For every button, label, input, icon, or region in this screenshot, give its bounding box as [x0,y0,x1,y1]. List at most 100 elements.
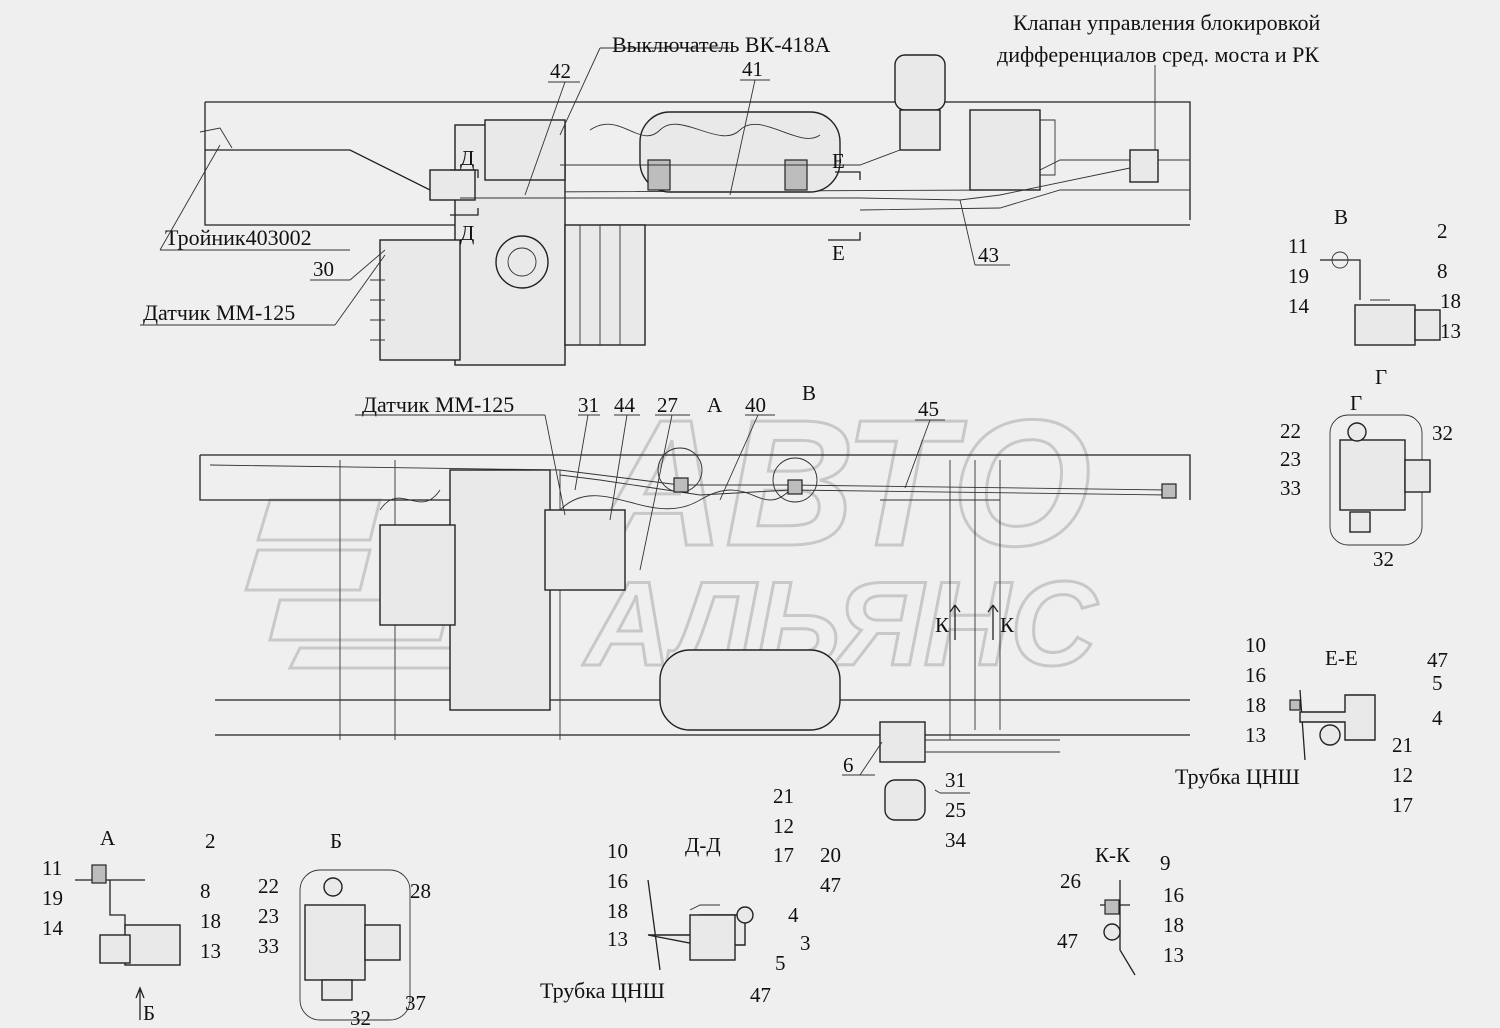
callout-v-8: 8 [1437,259,1448,283]
top-assembly [140,47,1191,366]
callout-mid-44: 44 [614,393,636,417]
view-a [75,864,181,1020]
callout-a-11: 11 [42,856,62,880]
callout-v-14: 14 [1288,294,1310,318]
callout-dd-21: 21 [773,784,794,808]
watermark-line-2: АЛЬЯНС [582,557,1099,691]
section-d-upper: Д [460,146,474,170]
transfer-case [370,119,646,366]
callout-dd-47b: 47 [820,873,841,897]
callout-ee-21: 21 [1392,733,1413,757]
label-tee: Тройник403002 [165,225,312,250]
callout-dd-47: 47 [750,983,771,1007]
callout-g-22: 22 [1280,419,1301,443]
view-v [1320,251,1441,346]
callout-top-42: 42 [550,59,571,83]
callout-dd-13: 13 [607,927,628,951]
top-pipes [460,123,1131,201]
callout-kk-18: 18 [1163,913,1184,937]
label-switch-vk418a: Выключатель ВК-418А [612,32,831,57]
view-title-dd: Д-Д [685,833,721,857]
callout-ee-13: 13 [1245,723,1266,747]
callout-g-32b: 32 [1373,547,1394,571]
watermark: АВТО АЛЬЯНС [243,382,1101,693]
view-title-b: Б [330,829,342,853]
label-valve-line-2: дифференциалов сред. моста и РК [997,42,1319,67]
callout-ee-12: 12 [1392,763,1413,787]
callout-mid-45: 45 [918,397,939,421]
label-tube-dd: Трубка ЦНШ [540,978,665,1003]
view-title-kk: К-К [1095,843,1131,867]
callout-bot-25: 25 [945,798,966,822]
middle-assembly [199,414,1191,821]
callout-top-30: 30 [313,257,334,281]
callout-bot-6: 6 [843,753,854,777]
section-k-left: К [935,613,950,637]
label-sensor-mid: Датчик ММ-125 [362,392,514,417]
label-sensor-top: Датчик ММ-125 [143,300,295,325]
view-b [299,869,411,1021]
callout-a-13: 13 [200,939,221,963]
k-section-marks [949,604,999,640]
view-title-v: В [1334,205,1348,229]
section-v-mid: В [802,381,816,405]
view-title-ee: Е-Е [1325,646,1358,670]
callout-v-13: 13 [1440,319,1461,343]
callout-kk-16: 16 [1163,883,1184,907]
callout-kk-47: 47 [1057,929,1078,953]
mid-leaders [355,414,970,794]
callout-b-23: 23 [258,904,279,928]
valve-bottom [879,721,1060,821]
callout-bot-34: 34 [945,828,967,852]
callout-dd-12: 12 [773,814,794,838]
view-g [1329,414,1431,546]
callout-a-8: 8 [200,879,211,903]
callout-ee-5: 5 [1432,671,1443,695]
callout-dd-17: 17 [773,843,794,867]
callout-g-33: 33 [1280,476,1301,500]
callout-dd-18: 18 [607,899,628,923]
callout-kk-9: 9 [1160,851,1171,875]
view-title-a: А [100,826,116,850]
top-leaders [140,47,1156,326]
mid-pipes [209,447,1177,511]
callout-g-32a: 32 [1432,421,1453,445]
view-ee [1289,689,1376,761]
callout-v-18: 18 [1440,289,1461,313]
callout-v-11: 11 [1288,234,1308,258]
callout-a-2: 2 [205,829,216,853]
callout-b-28: 28 [410,879,431,903]
tee-part [199,127,233,149]
callout-dd-5: 5 [775,951,786,975]
transfer-case-mid [379,469,626,711]
callout-a-14: 14 [42,916,64,940]
callout-ee-18: 18 [1245,693,1266,717]
air-tank-top [639,111,841,193]
callout-dd-10: 10 [607,839,628,863]
view-dd [647,879,754,971]
label-tube-ee: Трубка ЦНШ [1175,764,1300,789]
air-tank-mid [659,649,841,731]
valve-top [894,54,1159,191]
view-kk [1100,880,1136,976]
callout-dd-4: 4 [788,903,799,927]
callout-dd-3: 3 [800,931,811,955]
callout-v-2: 2 [1437,219,1448,243]
section-k-right: К [1000,613,1015,637]
callout-top-43: 43 [978,243,999,267]
view-title-g: Г [1350,391,1362,415]
callout-a-19: 19 [42,886,63,910]
section-e-lower: Е [832,241,845,265]
text-labels: Выключатель ВК-418А Клапан управления бл… [42,10,1461,1028]
callout-kk-13: 13 [1163,943,1184,967]
callout-ee-16: 16 [1245,663,1266,687]
section-a-mid: А [707,393,723,417]
callout-b-37: 37 [405,991,426,1015]
section-marks-top [450,169,861,241]
callout-bot-31: 31 [945,768,966,792]
callout-g-23: 23 [1280,447,1301,471]
callout-top-41: 41 [742,57,763,81]
section-b-arrow: Б [143,1001,155,1025]
callout-a-18: 18 [200,909,221,933]
